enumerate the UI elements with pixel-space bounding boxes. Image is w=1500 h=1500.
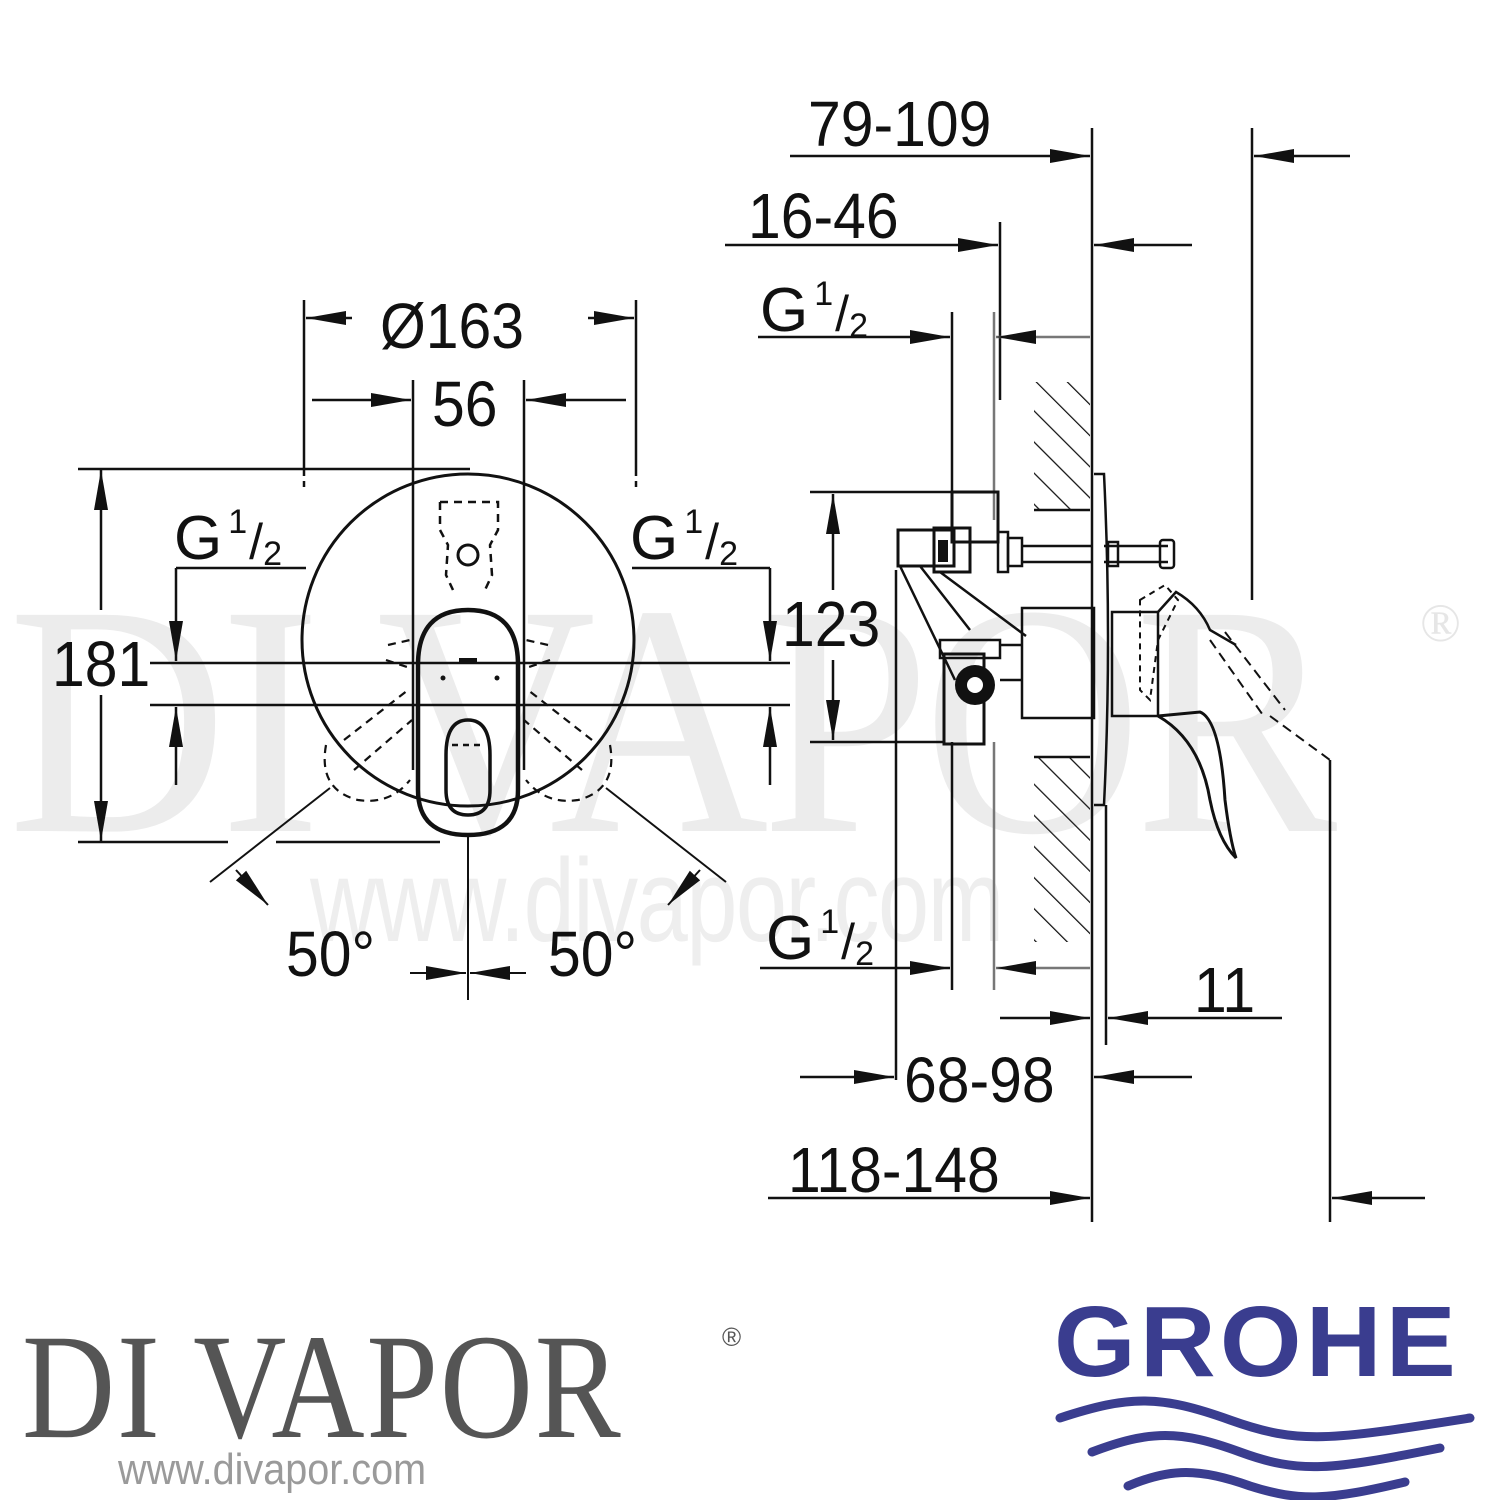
dimension-angle-right: 50° [548,918,638,990]
dimension-center-width: 56 [432,368,498,440]
divapor-registered-mark: ® [722,1322,742,1352]
side-view [725,128,1425,1222]
grohe-logo: GROHE [1054,1286,1461,1398]
dimension-top-mid: 16-46 [748,180,899,252]
divapor-url-link[interactable]: www.divapor.com [118,1445,427,1494]
dimension-body-height: 123 [782,588,881,660]
dimension-wall-plate: 11 [1194,954,1256,1026]
front-view [78,300,790,1000]
dimension-height: 181 [52,628,151,700]
dimension-angle-left: 50° [286,918,376,990]
dimension-bottom-mid: 68-98 [904,1044,1055,1116]
dimension-bottom-total: 118-148 [788,1134,1000,1206]
dimension-top-total: 79-109 [808,88,992,160]
divapor-logo: DI VAPOR [22,1304,623,1470]
dimension-diameter: Ø163 [380,290,525,362]
grohe-waves-icon [1055,1396,1475,1500]
